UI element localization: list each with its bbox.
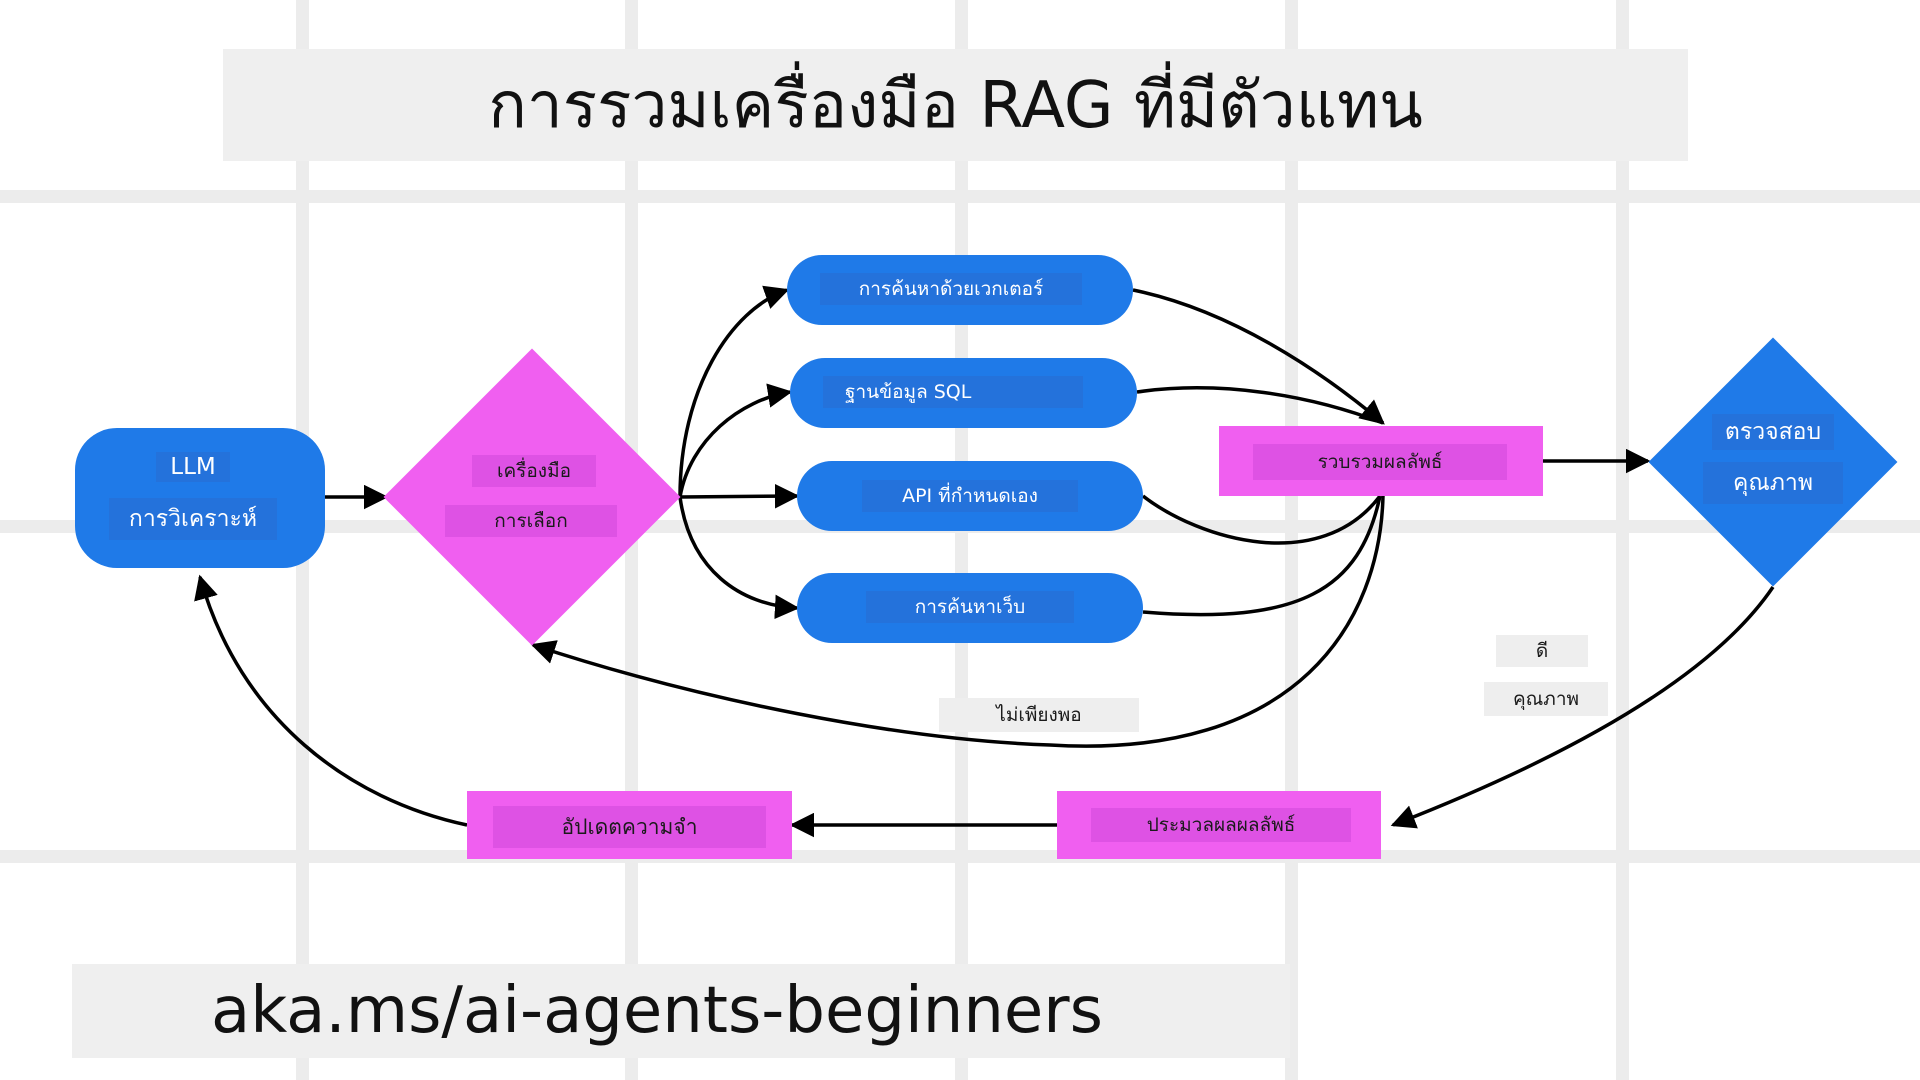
good-edge-label: ดี xyxy=(1496,635,1588,667)
tool-label: เครื่องมือ xyxy=(472,455,596,487)
quality-edge-label: คุณภาพ xyxy=(1484,682,1608,716)
selection-label: การเลือก xyxy=(445,505,617,537)
edge-vector-to-combine xyxy=(1132,288,1385,425)
page-title: การรวมเครื่องมือ RAG ที่มีตัวแทน xyxy=(488,69,1423,143)
check-label: ตรวจสอบ xyxy=(1712,414,1834,450)
edge-insufficient-loop xyxy=(530,495,1385,748)
grid-line xyxy=(0,190,1920,203)
footer-url[interactable]: aka.ms/ai-agents-beginners xyxy=(211,974,1103,1048)
llm-label: LLM xyxy=(156,452,230,482)
edge-select-to-api xyxy=(679,483,800,509)
web-search-label: การค้นหาเว็บ xyxy=(866,591,1074,623)
quality-label: คุณภาพ xyxy=(1703,462,1843,504)
edge-sql-to-combine xyxy=(1136,386,1384,425)
grid-line xyxy=(1616,0,1629,1080)
custom-api-label: API ที่กำหนดเอง xyxy=(862,480,1078,512)
edge-select-to-web xyxy=(678,496,800,620)
update-memory-label: อัปเดตความจำ xyxy=(493,806,766,848)
sql-database-label: ฐานข้อมูล SQL xyxy=(823,376,1083,408)
title-banner: การรวมเครื่องมือ RAG ที่มีตัวแทน xyxy=(223,49,1688,161)
edge-quality-to-process xyxy=(1390,586,1775,829)
insufficient-edge-label: ไม่เพียงพอ xyxy=(939,698,1139,732)
edge-select-to-vector xyxy=(678,285,790,498)
analysis-label: การวิเคราะห์ xyxy=(109,498,277,540)
process-results-label: ประมวลผลผลลัพธ์ xyxy=(1091,808,1351,842)
edge-api-to-combine xyxy=(1141,494,1382,545)
footer-banner: aka.ms/ai-agents-beginners xyxy=(72,964,1290,1058)
vector-search-label: การค้นหาด้วยเวกเตอร์ xyxy=(820,273,1082,305)
edge-select-to-sql xyxy=(678,383,793,498)
combine-results-label: รวบรวมผลลัพธ์ xyxy=(1253,444,1507,480)
edge-memory-to-llm xyxy=(194,574,468,827)
edge-web-to-combine xyxy=(1142,495,1382,617)
